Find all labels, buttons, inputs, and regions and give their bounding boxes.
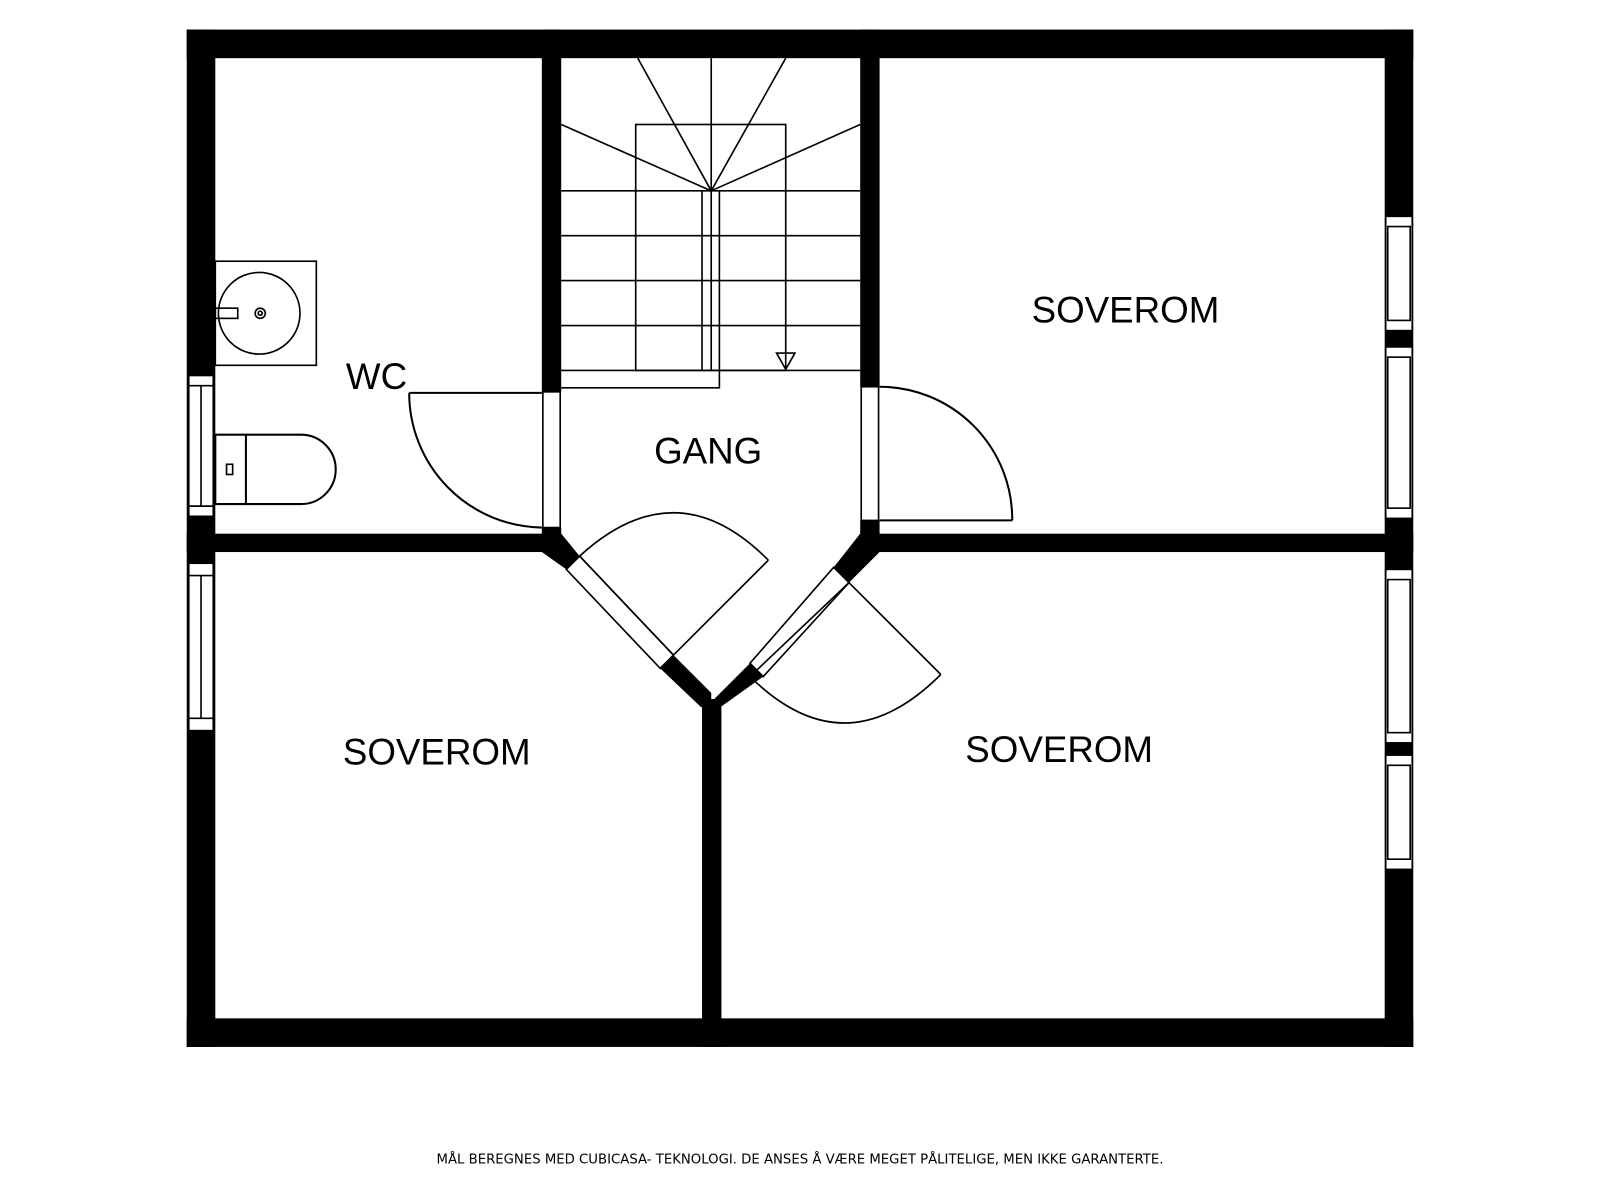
- window-se-bedroom-2: [1384, 754, 1414, 871]
- door-wc[interactable]: [408, 391, 562, 529]
- windows: [187, 215, 1414, 871]
- room-label-soverom-sw: SOVEROM: [343, 731, 531, 772]
- room-label-soverom-se: SOVEROM: [965, 729, 1153, 770]
- sink-icon: [214, 260, 318, 367]
- window-se-bedroom-1: [1384, 568, 1414, 744]
- toilet-icon: [214, 433, 337, 506]
- room-label-gang: GANG: [654, 430, 762, 471]
- interior-walls: [186, 29, 1414, 1047]
- room-label-soverom-ne: SOVEROM: [1032, 289, 1220, 330]
- window-ne-bedroom-2: [1384, 346, 1414, 520]
- window-ne-bedroom-1: [1384, 215, 1414, 332]
- room-label-wc: WC: [346, 356, 407, 397]
- footer-disclaimer: MÅL BEREGNES MED CUBICASA- TEKNOLOGI. DE…: [437, 1150, 1164, 1167]
- window-wc-west: [187, 374, 215, 518]
- door-sw-bedroom[interactable]: [565, 511, 769, 670]
- window-sw-bedroom: [187, 562, 215, 732]
- stair-direction-arrow-icon: [775, 352, 797, 372]
- door-ne-bedroom[interactable]: [860, 385, 1014, 522]
- doors: [408, 385, 1014, 724]
- staircase-icon: [560, 57, 861, 389]
- door-se-bedroom[interactable]: [748, 566, 942, 724]
